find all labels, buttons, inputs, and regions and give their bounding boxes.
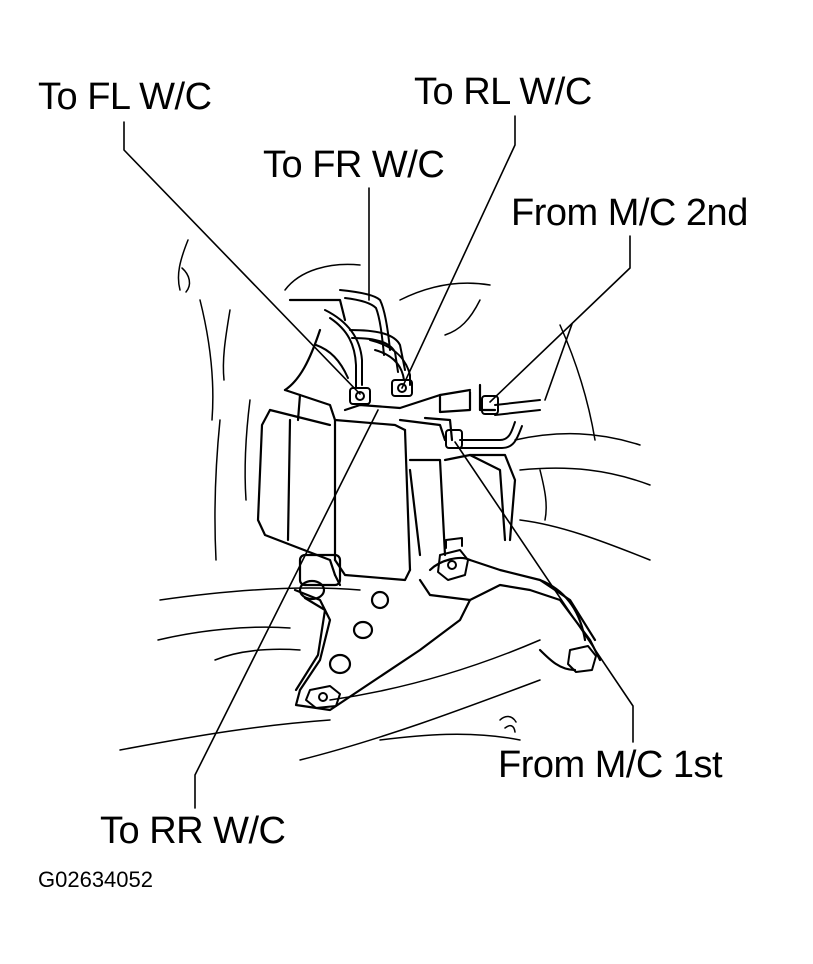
leader-from-mc2nd-b: [545, 324, 572, 400]
label-to-rr-wc: To RR W/C: [100, 810, 286, 852]
label-to-fr-wc: To FR W/C: [263, 144, 445, 186]
leader-lines: [124, 116, 633, 808]
background-body-lines: [120, 240, 650, 760]
leader-to-fl: [124, 122, 360, 394]
label-to-fl-wc: To FL W/C: [38, 76, 212, 118]
brake-pipes: [316, 290, 540, 448]
figure-code: G02634052: [38, 867, 153, 892]
leader-from-mc2nd-a: [490, 236, 630, 402]
label-from-mc-2nd: From M/C 2nd: [511, 192, 748, 234]
label-to-rl-wc: To RL W/C: [414, 71, 592, 113]
flare-nuts: [350, 380, 498, 448]
leader-to-rr: [195, 410, 378, 808]
bolts: [306, 538, 596, 708]
leader-from-mc1st: [455, 442, 633, 742]
actuator-body: [258, 300, 515, 585]
label-from-mc-1st: From M/C 1st: [498, 744, 723, 786]
leader-to-rl: [402, 116, 515, 388]
